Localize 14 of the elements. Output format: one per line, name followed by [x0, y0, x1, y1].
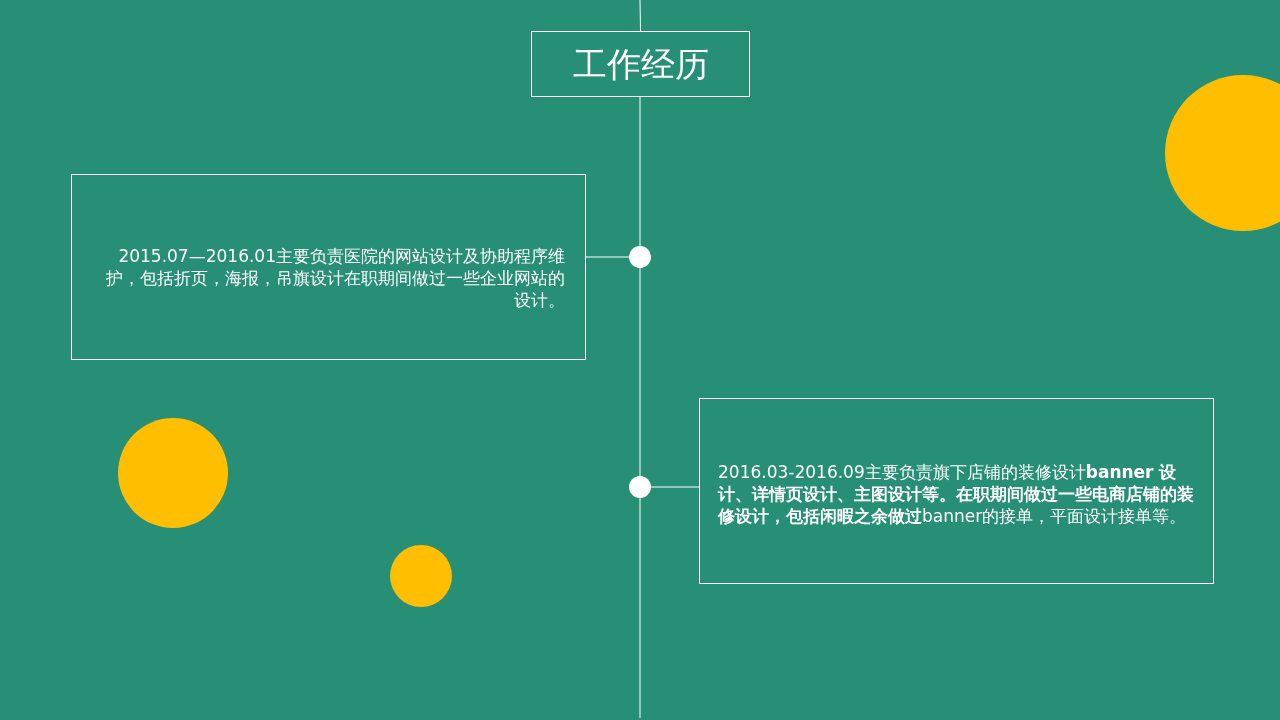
- connector-line: [639, 267, 641, 477]
- job-description: 2015.07—2016.01主要负责医院的网站设计及协助程序维护，包括折页，海报，吊旗设计在职期间做过一些企业网站的设计。: [105, 245, 565, 312]
- title-box: [531, 31, 750, 97]
- section-title: 工作经历: [571, 43, 710, 86]
- connector-line: [639, 96, 641, 247]
- experience-card: [71, 174, 586, 360]
- experience-card: [699, 398, 1214, 584]
- connector-line: [639, 497, 641, 719]
- timeline-dot: [629, 476, 651, 498]
- timeline-dot: [629, 246, 651, 268]
- connector-line: [639, 0, 641, 32]
- job-description: 2016.03-2016.09主要负责旗下店铺的装修设计banner 设计、详情页设计、主图设计等。在职期间做过一些电商店铺的装修设计，包括闲暇之余做过banner的接单，平面设计接单等。: [718, 461, 1195, 528]
- connector-line: [650, 486, 700, 488]
- connector-line: [585, 256, 630, 258]
